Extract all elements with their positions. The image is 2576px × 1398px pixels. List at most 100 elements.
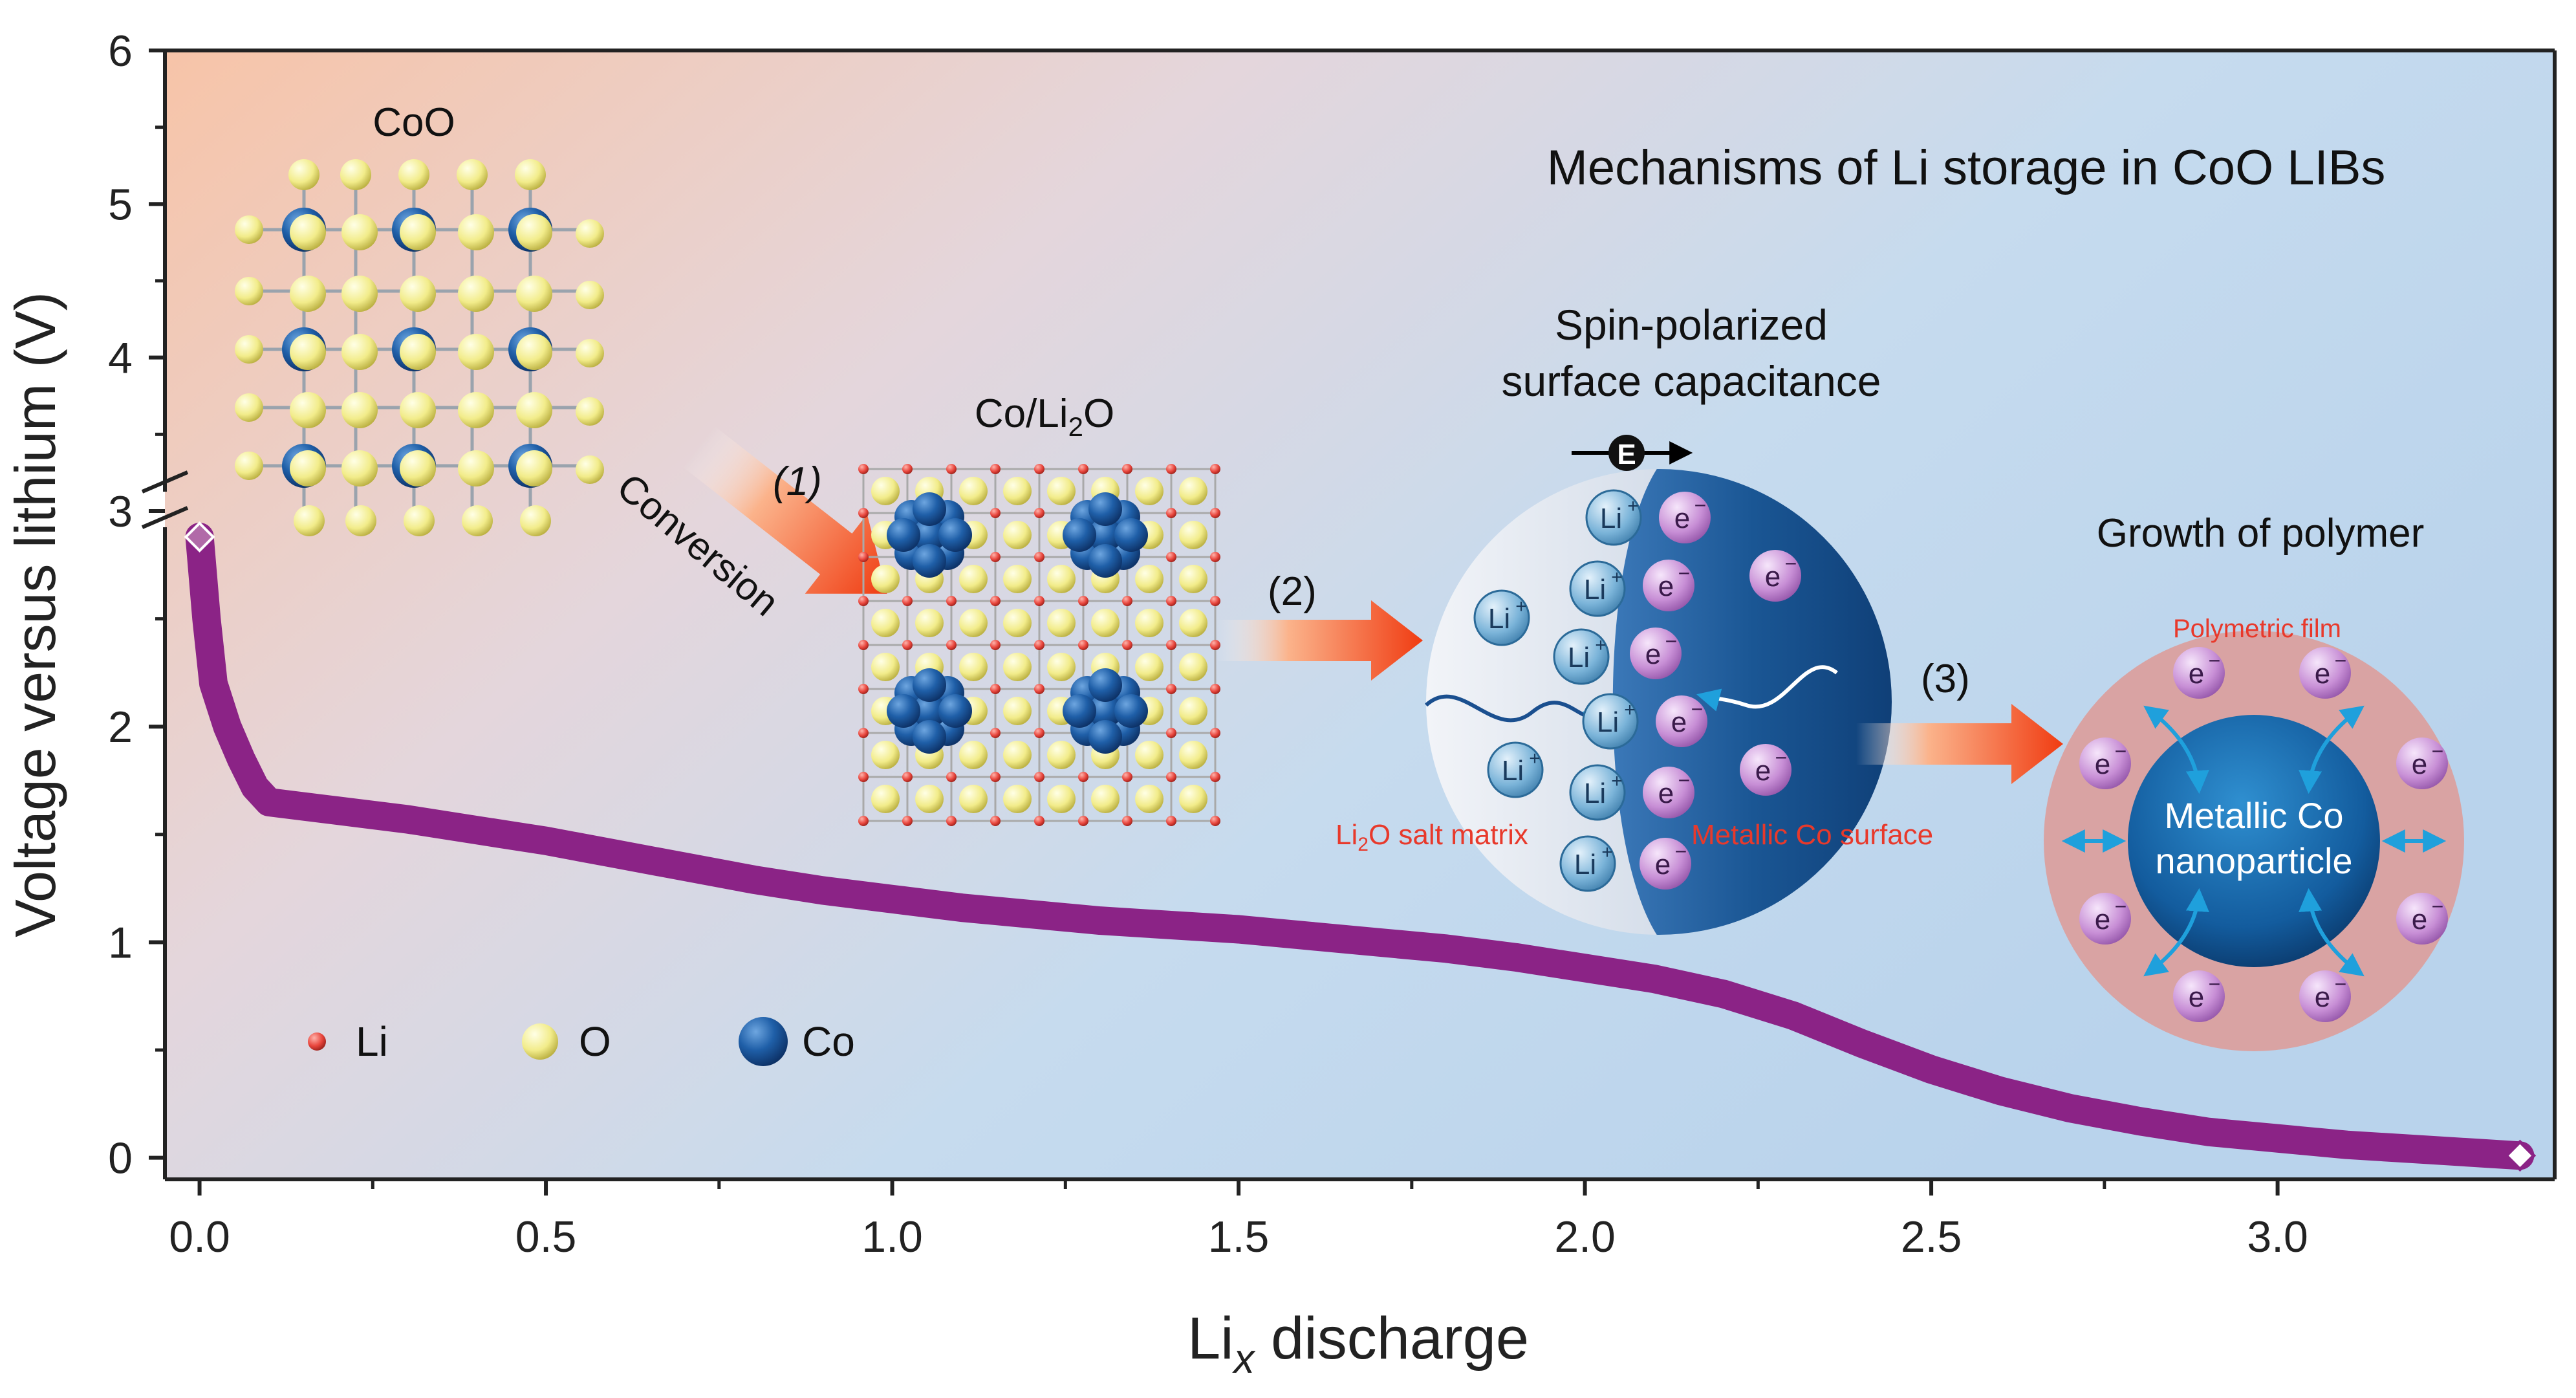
expansion-arrow: [2143, 888, 2209, 977]
li-atom: [858, 728, 869, 738]
step-1-label: (1): [773, 459, 822, 504]
o-atom: [1179, 565, 1207, 593]
co-cluster-atom: [1088, 694, 1122, 728]
o-atom: [458, 276, 494, 312]
o-atom: [871, 609, 900, 637]
co-cluster-atom: [1088, 492, 1122, 526]
li-atom: [1122, 464, 1132, 474]
film-electron-charge: −: [2432, 739, 2444, 763]
legend-label-o: O: [579, 1018, 611, 1065]
li-ion: [1473, 589, 1530, 646]
o-atom: [400, 392, 436, 428]
o-atom: [290, 392, 326, 428]
o-atom: [400, 334, 436, 370]
li-atom: [1122, 596, 1132, 606]
o-atom: [290, 276, 326, 312]
film-electron: [2299, 970, 2351, 1022]
axes: [163, 49, 2557, 1181]
o-atom: [515, 159, 546, 190]
o-atom: [1135, 609, 1164, 637]
co-li2o-label: Co/Li2O: [975, 391, 1114, 442]
o-atom: [341, 334, 378, 370]
o-atom: [871, 785, 900, 813]
nanoparticle-label-line1: Metallic Co: [2165, 795, 2344, 836]
electron-charge: −: [1675, 840, 1687, 863]
x-tick-label: 3.0: [2247, 1212, 2308, 1261]
o-atom: [290, 214, 326, 250]
co-cluster-atom: [913, 668, 946, 702]
film-electron: [2173, 970, 2225, 1022]
film-electron-label: e: [2189, 658, 2204, 690]
figure-title: Mechanisms of Li storage in CoO LIBs: [1547, 140, 2386, 195]
o-atom: [235, 277, 263, 305]
li-atom: [902, 772, 913, 782]
o-atom: [959, 609, 988, 637]
li-atom: [1166, 772, 1176, 782]
coo-label: CoO: [373, 100, 455, 145]
co-cluster-atom: [1088, 668, 1122, 702]
discharge-curve: [185, 523, 2535, 1170]
li-atom: [1210, 596, 1220, 606]
li-ion-group: Li+Li+Li+Li+Li+Li+Li+Li+: [1473, 489, 1642, 892]
film-electron: [2079, 737, 2131, 789]
o-atom: [1091, 785, 1120, 813]
o-atom: [516, 276, 552, 312]
li-ion-label: Li: [1488, 603, 1510, 635]
electron: [1656, 695, 1707, 747]
o-atom: [235, 335, 263, 364]
li-atom: [1034, 596, 1044, 606]
expansion-arrow: [2299, 888, 2365, 977]
o-atom: [576, 339, 604, 367]
o-atom: [1047, 741, 1076, 769]
o-atom: [520, 505, 551, 536]
o-atom: [1135, 653, 1164, 681]
o-atom: [340, 159, 371, 190]
o-atom: [341, 214, 378, 250]
li-atom: [902, 464, 913, 474]
y-tick-label: 3: [108, 487, 133, 536]
x-axis-label-main: Li: [1187, 1305, 1234, 1371]
li-ion: [1569, 764, 1626, 821]
o-atom: [1047, 609, 1076, 637]
o-atom: [290, 450, 326, 486]
li-ion: [1585, 489, 1642, 546]
electron-charge: −: [1678, 562, 1691, 585]
co-cluster-atom: [1114, 694, 1148, 728]
o-atom: [290, 334, 326, 370]
li-ion-label: Li: [1597, 706, 1619, 738]
li-atom: [1034, 464, 1044, 474]
o-atom: [1179, 741, 1207, 769]
o-atom: [1179, 653, 1207, 681]
o-atom: [1003, 785, 1032, 813]
curve-end-marker: [2504, 1139, 2537, 1172]
electron-label: e: [1755, 755, 1771, 787]
electron-label: e: [1645, 639, 1661, 670]
co-cluster-atom: [913, 720, 946, 754]
electron-charge: −: [1691, 697, 1704, 721]
li-ion-charge: +: [1601, 842, 1613, 863]
li-atom: [990, 772, 1001, 782]
o-atom: [1091, 609, 1120, 637]
x-tick-label: 2.0: [1554, 1212, 1616, 1261]
step-2-label: (2): [1268, 569, 1317, 614]
li-atom: [1034, 640, 1044, 650]
li-atom: [1034, 816, 1044, 826]
electron: [1640, 838, 1691, 890]
film-electron: [2299, 647, 2351, 699]
o-atom: [576, 455, 604, 484]
spin-polarized-label: Spin-polarized: [1555, 301, 1828, 349]
li-ion: [1487, 741, 1544, 798]
o-atom: [1003, 741, 1032, 769]
o-atom: [959, 477, 988, 505]
li-atom: [990, 464, 1001, 474]
o-atom: [1003, 697, 1032, 725]
o-atom: [871, 653, 900, 681]
o-atom: [458, 392, 494, 428]
li-atom: [990, 816, 1001, 826]
x-tick-label: 1.5: [1208, 1212, 1270, 1261]
li-atom: [1166, 816, 1176, 826]
co-li2o-label-tail: O: [1083, 391, 1114, 436]
li-atom: [858, 640, 869, 650]
li-atom: [1166, 508, 1176, 518]
